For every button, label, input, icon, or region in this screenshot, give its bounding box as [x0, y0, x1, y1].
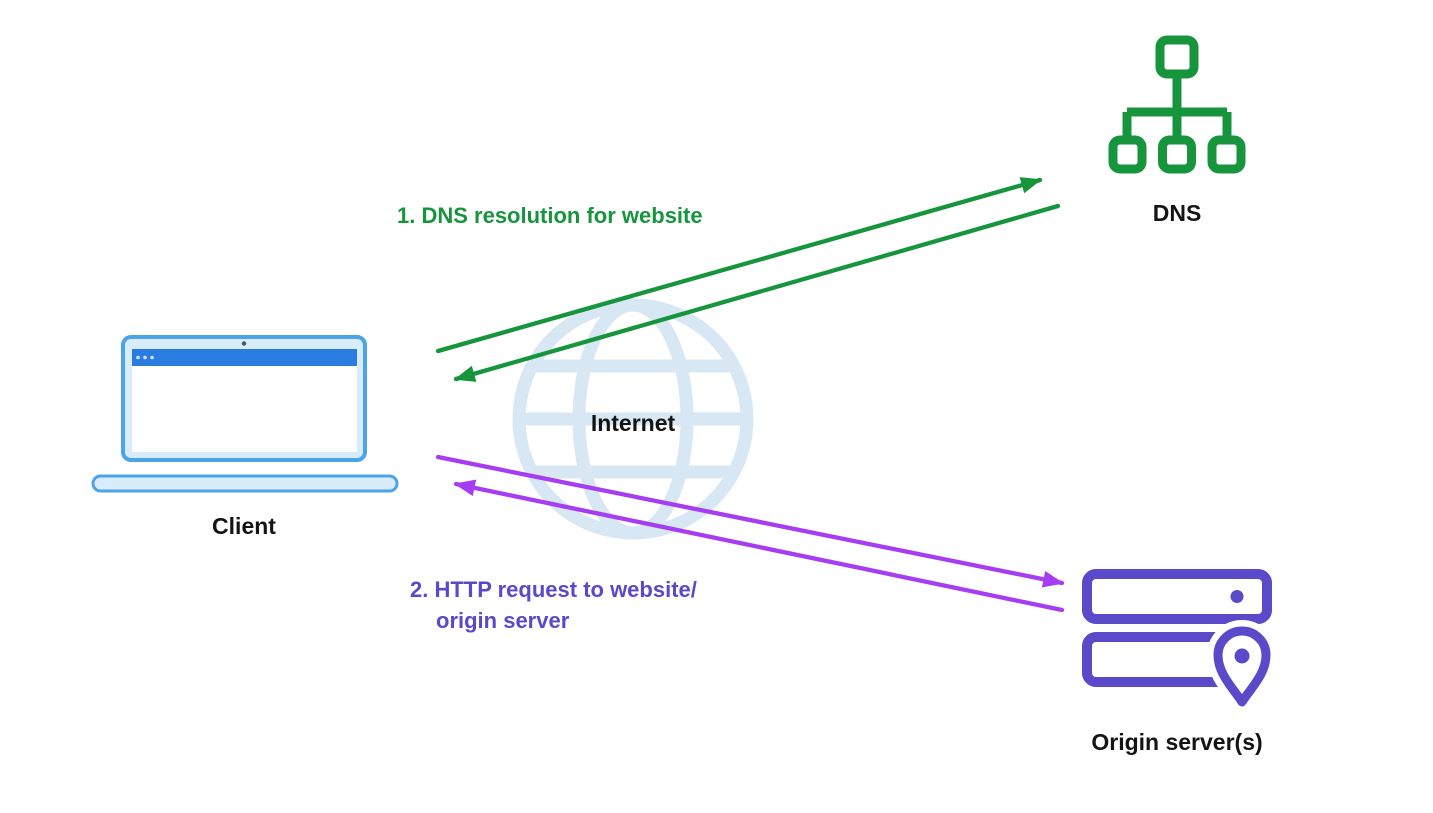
location-pin-icon — [1213, 626, 1271, 707]
dns-response-arrow — [453, 203, 1061, 382]
internet-globe-icon — [512, 298, 754, 540]
dns-label: DNS — [1152, 200, 1202, 226]
client-label: Client — [212, 513, 276, 539]
dns-arrows — [435, 177, 1061, 382]
http-request-annotation-line1: 2. HTTP request to website/ — [410, 577, 697, 602]
browser-titlebar — [132, 349, 357, 366]
camera-dot-icon — [241, 341, 247, 346]
laptop-base — [91, 474, 399, 493]
origin-server-label: Origin server(s) — [1091, 729, 1263, 755]
http-request-annotation: 2. HTTP request to website/ origin serve… — [410, 574, 697, 636]
http-request-arrow — [435, 454, 1065, 588]
dns-request-arrow — [435, 177, 1043, 354]
dns-icon — [1108, 35, 1246, 174]
http-arrows — [435, 454, 1065, 613]
http-request-annotation-line2: origin server — [436, 608, 570, 633]
internet-label: Internet — [590, 410, 676, 436]
origin-server-icon — [1082, 569, 1278, 723]
dns-resolution-annotation: 1. DNS resolution for website — [397, 203, 703, 228]
http-response-arrow — [453, 479, 1065, 613]
client-laptop-icon — [91, 335, 399, 493]
